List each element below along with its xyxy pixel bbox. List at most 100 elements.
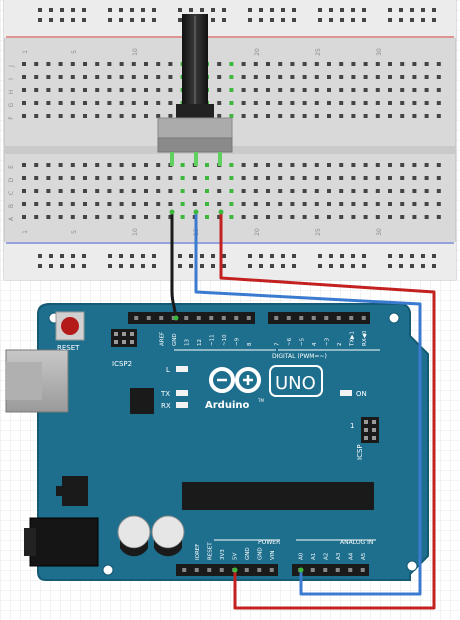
breadboard-hole <box>229 88 234 92</box>
column-label: 20 <box>254 228 261 236</box>
breadboard-hole <box>95 88 100 92</box>
breadboard-hole <box>351 62 356 66</box>
led-on-label: ON <box>356 390 367 398</box>
breadboard-hole <box>302 114 307 118</box>
breadboard-hole <box>180 189 185 193</box>
breadboard-hole <box>168 189 173 193</box>
rail-hole <box>178 264 182 268</box>
rail-hole <box>119 254 123 258</box>
breadboard-hole <box>107 88 112 92</box>
breadboard-hole <box>229 62 234 66</box>
row-label: I <box>8 78 15 80</box>
breadboard-hole <box>241 202 246 206</box>
digital-pin <box>246 316 251 320</box>
rail-hole <box>292 264 296 268</box>
breadboard-hole <box>314 189 319 193</box>
rail-hole <box>211 18 215 22</box>
breadboard-hole <box>83 62 87 66</box>
breadboard-hole <box>266 176 270 180</box>
row-label: B <box>8 204 15 208</box>
wire-end <box>169 209 175 215</box>
breadboard-hole <box>168 75 173 79</box>
rail-hole <box>410 8 414 12</box>
rail-hole <box>270 254 274 258</box>
capacitor <box>151 515 185 549</box>
rail-hole <box>248 264 252 268</box>
rail-hole <box>362 8 366 12</box>
breadboard-hole <box>339 88 344 92</box>
digital-pin-label: TX▶1 <box>349 331 355 347</box>
rail-hole <box>38 18 42 22</box>
rail-hole <box>108 18 112 22</box>
rail-hole <box>38 254 42 258</box>
breadboard-hole <box>34 75 39 79</box>
breadboard-hole <box>83 189 87 193</box>
atmega-chip <box>182 482 374 510</box>
breadboard-hole <box>388 88 392 92</box>
rail-hole <box>270 8 274 12</box>
breadboard-hole <box>424 202 429 206</box>
breadboard-hole <box>327 176 331 180</box>
digital-pin-label: GND <box>172 333 178 346</box>
rail-hole <box>141 8 145 12</box>
breadboard-hole <box>424 163 429 167</box>
rail-hole <box>259 264 263 268</box>
rail-hole <box>60 8 64 12</box>
breadboard-hole <box>266 189 270 193</box>
analog-housing <box>292 564 369 576</box>
power-pin <box>244 568 249 572</box>
breadboard-hole <box>168 215 173 219</box>
breadboard-hole <box>46 176 51 180</box>
breadboard-hole <box>229 202 234 206</box>
rail-hole <box>211 264 215 268</box>
breadboard-hole <box>375 88 380 92</box>
potentiometer-base <box>157 137 233 153</box>
digital-pin-label: 8 <box>247 342 253 346</box>
breadboard-hole <box>400 202 405 206</box>
rail-hole <box>189 264 193 268</box>
regulator-tab <box>56 486 62 496</box>
rail-hole <box>71 8 75 12</box>
breadboard-hole <box>412 163 417 167</box>
digital-pin <box>274 316 279 320</box>
breadboard-hole <box>363 202 368 206</box>
breadboard-hole <box>351 215 356 219</box>
icsp2-header <box>111 329 137 347</box>
power-pin <box>182 568 187 572</box>
reset-button[interactable] <box>61 317 79 335</box>
breadboard-hole <box>253 88 258 92</box>
breadboard-hole <box>290 215 295 219</box>
breadboard-hole <box>34 101 39 105</box>
rail-hole <box>49 18 53 22</box>
icsp-one-label: 1 <box>350 422 354 430</box>
breadboard-hole <box>302 189 307 193</box>
rail-hole <box>340 254 344 258</box>
breadboard-hole <box>131 114 136 118</box>
breadboard-hole <box>168 62 173 66</box>
rail-hole <box>329 254 333 258</box>
breadboard-hole <box>83 163 87 167</box>
icsp2-housing <box>111 329 137 347</box>
breadboard-hole <box>290 189 295 193</box>
breadboard-hole <box>351 88 356 92</box>
rail-hole <box>82 18 86 22</box>
breadboard-hole <box>95 176 100 180</box>
breadboard-hole <box>95 202 100 206</box>
breadboard-hole <box>58 101 63 105</box>
rail-hole <box>281 8 285 12</box>
breadboard-hole <box>241 75 246 79</box>
breadboard-hole <box>70 62 75 66</box>
breadboard-hole <box>217 202 222 206</box>
breadboard-hole <box>95 101 100 105</box>
potentiometer-body <box>157 117 233 139</box>
breadboard-hole <box>205 189 209 193</box>
breadboard-hole <box>327 88 331 92</box>
breadboard-hole <box>278 176 283 180</box>
breadboard-hole <box>266 163 270 167</box>
arduino-wordmark: Arduino <box>205 400 249 411</box>
breadboard-hole <box>46 163 51 167</box>
breadboard-hole <box>131 75 136 79</box>
trademark: TM <box>257 398 264 403</box>
breadboard-hole <box>339 202 344 206</box>
analog-pin <box>335 568 340 572</box>
